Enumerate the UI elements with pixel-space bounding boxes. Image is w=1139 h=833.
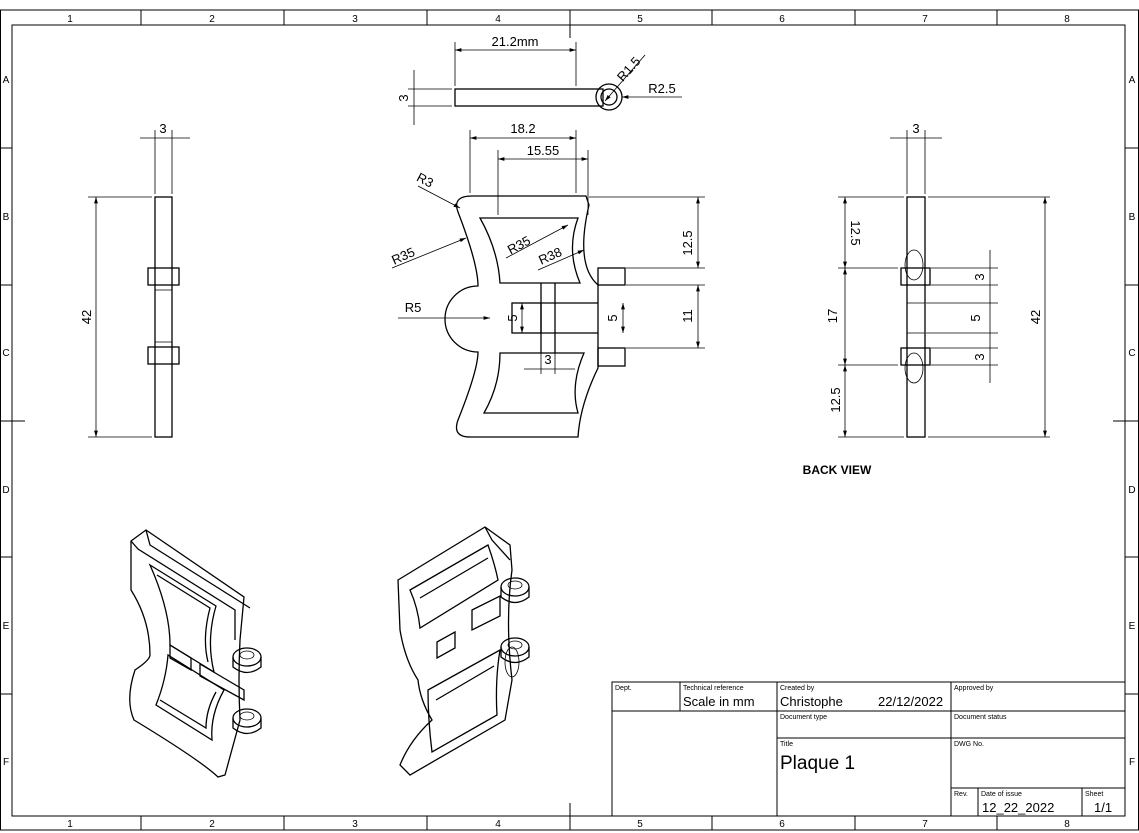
isometric-view-front bbox=[129, 529, 262, 778]
doc-type-label: Document type bbox=[780, 714, 827, 721]
dim-r38: R38 bbox=[536, 244, 564, 267]
dim-r3: R3 bbox=[414, 170, 436, 191]
col-label: 7 bbox=[922, 14, 928, 25]
created-by-label: Created by bbox=[780, 685, 815, 692]
col-label: 3 bbox=[352, 14, 358, 25]
row-labels-right: A B C D E F bbox=[1128, 75, 1135, 768]
dim-h-top: 12.5 bbox=[680, 230, 695, 255]
dim-gap: 5 bbox=[968, 314, 983, 321]
row-label: B bbox=[1129, 212, 1136, 223]
tech-ref-value: Scale in mm bbox=[683, 694, 755, 709]
col-label: 2 bbox=[209, 14, 215, 25]
col-label: 5 bbox=[637, 819, 643, 830]
top-view: 21.2mm 3 R1.5 R2.5 bbox=[396, 34, 682, 125]
back-view: 3 12.5 17 12.5 3 5 3 42 BACK VIEW bbox=[803, 121, 1050, 477]
dim-slot-left: 5 bbox=[505, 314, 520, 321]
dim-slot-width: 3 bbox=[544, 352, 551, 367]
row-label: F bbox=[3, 757, 9, 768]
dim-height: 3 bbox=[396, 94, 411, 101]
date-issue-label: Date of issue bbox=[981, 791, 1022, 798]
hinge-inner-circle bbox=[600, 88, 618, 106]
row-label: F bbox=[1129, 757, 1135, 768]
front-outer-profile bbox=[444, 195, 599, 438]
dim-top: 12.5 bbox=[848, 220, 863, 245]
row-label: D bbox=[2, 485, 9, 496]
back-view-label: BACK VIEW bbox=[803, 463, 872, 477]
row-label: E bbox=[1129, 621, 1136, 632]
column-labels-bottom: 1 2 3 4 5 6 7 8 bbox=[67, 819, 1070, 830]
col-label: 4 bbox=[495, 819, 501, 830]
dim-middle: 17 bbox=[825, 309, 840, 323]
dim-tab-top: 3 bbox=[972, 273, 987, 280]
dim-thickness: 3 bbox=[912, 121, 919, 136]
approved-by-label: Approved by bbox=[954, 685, 994, 692]
row-label: C bbox=[2, 348, 9, 359]
dim-width-outer: 18.2 bbox=[510, 121, 535, 136]
col-label: 5 bbox=[637, 14, 643, 25]
sheet-value: 1/1 bbox=[1094, 800, 1112, 815]
col-label: 1 bbox=[67, 819, 73, 830]
dim-r35-inner: R35 bbox=[505, 233, 533, 257]
col-label: 8 bbox=[1064, 14, 1070, 25]
side-view: 3 42 bbox=[79, 121, 190, 438]
dim-slot-right: 5 bbox=[605, 314, 620, 321]
doc-status-label: Document status bbox=[954, 714, 1007, 721]
col-label: 3 bbox=[352, 819, 358, 830]
rev-label: Rev. bbox=[954, 791, 968, 798]
date-issue-value: 12_22_2022 bbox=[982, 800, 1054, 815]
top-view-body bbox=[454, 88, 604, 107]
dim-bottom: 12.5 bbox=[828, 387, 843, 412]
dim-overall: 42 bbox=[1028, 310, 1043, 324]
row-label: A bbox=[1129, 75, 1136, 86]
dim-r35-outer: R35 bbox=[389, 244, 417, 267]
col-label: 7 bbox=[922, 819, 928, 830]
front-upper-window bbox=[478, 217, 581, 284]
dim-r5: R5 bbox=[405, 300, 422, 315]
title-label: Title bbox=[780, 741, 793, 748]
column-labels-top: 1 2 3 4 5 6 7 8 bbox=[67, 14, 1070, 25]
col-label: 1 bbox=[67, 14, 73, 25]
dim-r-outer: R2.5 bbox=[648, 81, 675, 96]
sheet-label: Sheet bbox=[1085, 791, 1103, 798]
tech-ref-label: Technical reference bbox=[683, 685, 744, 692]
col-label: 6 bbox=[779, 819, 785, 830]
dept-label: Dept. bbox=[615, 685, 632, 692]
col-label: 6 bbox=[779, 14, 785, 25]
row-label: E bbox=[3, 621, 10, 632]
dim-h-mid: 11 bbox=[680, 309, 695, 323]
dim-tab-bottom: 3 bbox=[972, 353, 987, 360]
dim-height: 42 bbox=[79, 310, 94, 324]
row-labels-left: A B C D E F bbox=[2, 75, 9, 768]
row-label: C bbox=[1128, 348, 1135, 359]
col-label: 4 bbox=[495, 14, 501, 25]
created-by-value: Christophe bbox=[780, 694, 843, 709]
col-label: 8 bbox=[1064, 819, 1070, 830]
front-view: 18.2 15.55 R3 R35 R35 R38 R5 5 5 3 bbox=[389, 121, 705, 438]
front-lower-window bbox=[482, 352, 585, 414]
dim-length: 21.2mm bbox=[492, 34, 539, 49]
title-block: Dept. Technical reference Scale in mm Cr… bbox=[611, 681, 1126, 817]
dim-width-inner: 15.55 bbox=[527, 143, 560, 158]
created-date: 22/12/2022 bbox=[878, 694, 943, 709]
row-label: D bbox=[1128, 485, 1135, 496]
row-label: A bbox=[3, 75, 10, 86]
row-label: B bbox=[3, 212, 10, 223]
dim-r-inner: R1.5 bbox=[614, 54, 644, 84]
col-label: 2 bbox=[209, 819, 215, 830]
dim-thickness: 3 bbox=[159, 121, 166, 136]
isometric-view-back bbox=[397, 526, 530, 776]
title-value: Plaque 1 bbox=[780, 753, 855, 774]
dwg-no-label: DWG No. bbox=[954, 741, 984, 748]
